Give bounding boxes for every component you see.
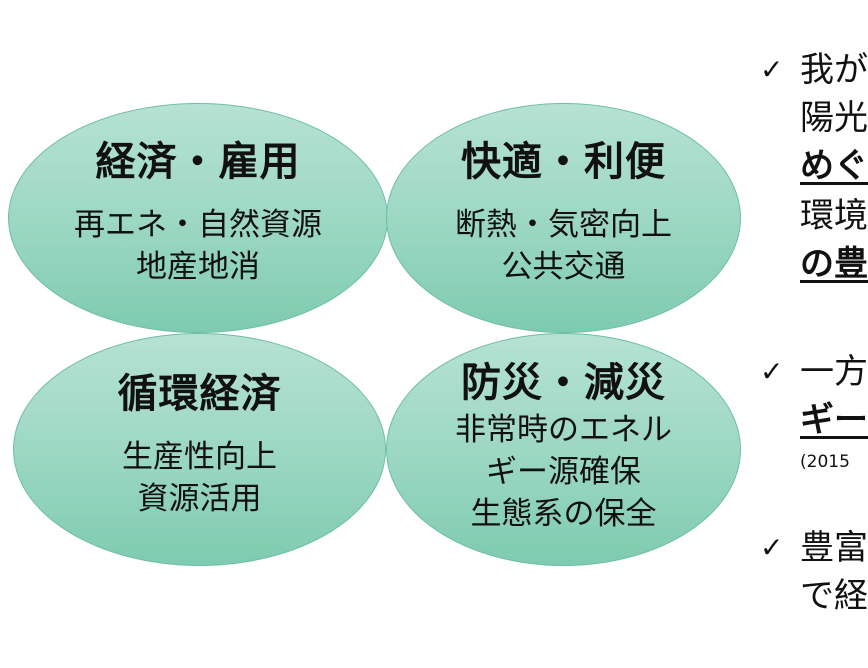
circle-title: 防災・減災: [461, 359, 666, 406]
bullet-list: ✓ 我が 陽光 めぐ 環境 の豊 ✓ 一方 ギー (2015 ✓ 豊富 で経: [760, 0, 868, 668]
circle-line: 資源活用: [137, 480, 262, 517]
circle-disaster-prevention: 防災・減災 非常時のエネル ギー源確保 生態系の保全: [386, 333, 741, 566]
bullet-text: で経: [800, 576, 868, 616]
bullet-text-bold: ギー: [800, 400, 868, 440]
circle-line: 非常時のエネル: [455, 411, 672, 448]
circle-title: 循環経済: [117, 370, 282, 417]
check-icon: ✓: [760, 355, 784, 388]
circle-title: 快適・利便: [461, 139, 666, 185]
check-icon: ✓: [760, 53, 784, 86]
circle-line: 地産地消: [136, 249, 260, 285]
bullet-text: 豊富: [800, 528, 868, 568]
circle-line: ギー源確保: [486, 453, 641, 490]
circle-title: 経済・雇用: [95, 139, 301, 185]
bullet-note: (2015: [800, 452, 850, 472]
circle-line: 生産性向上: [122, 438, 277, 475]
circle-line: 公共交通: [501, 249, 626, 285]
circle-line: 再エネ・自然資源: [74, 207, 322, 243]
circle-line: 生態系の保全: [470, 495, 657, 532]
circle-economy-employment: 経済・雇用 再エネ・自然資源 地産地消: [8, 103, 388, 333]
bullet-text: 一方: [800, 352, 868, 392]
circle-line: 断熱・気密向上: [455, 207, 672, 243]
check-icon: ✓: [760, 531, 784, 564]
bullet-text: 我が: [800, 50, 868, 90]
bullet-text: 陽光: [800, 98, 868, 138]
bullet-text-bold: めぐ: [800, 146, 868, 186]
bullet-text: 環境: [800, 196, 868, 236]
bullet-text-bold: の豊: [800, 244, 868, 284]
circle-comfort-convenience: 快適・利便 断熱・気密向上 公共交通: [386, 103, 741, 333]
circle-circular-economy: 循環経済 生産性向上 資源活用: [13, 333, 386, 566]
